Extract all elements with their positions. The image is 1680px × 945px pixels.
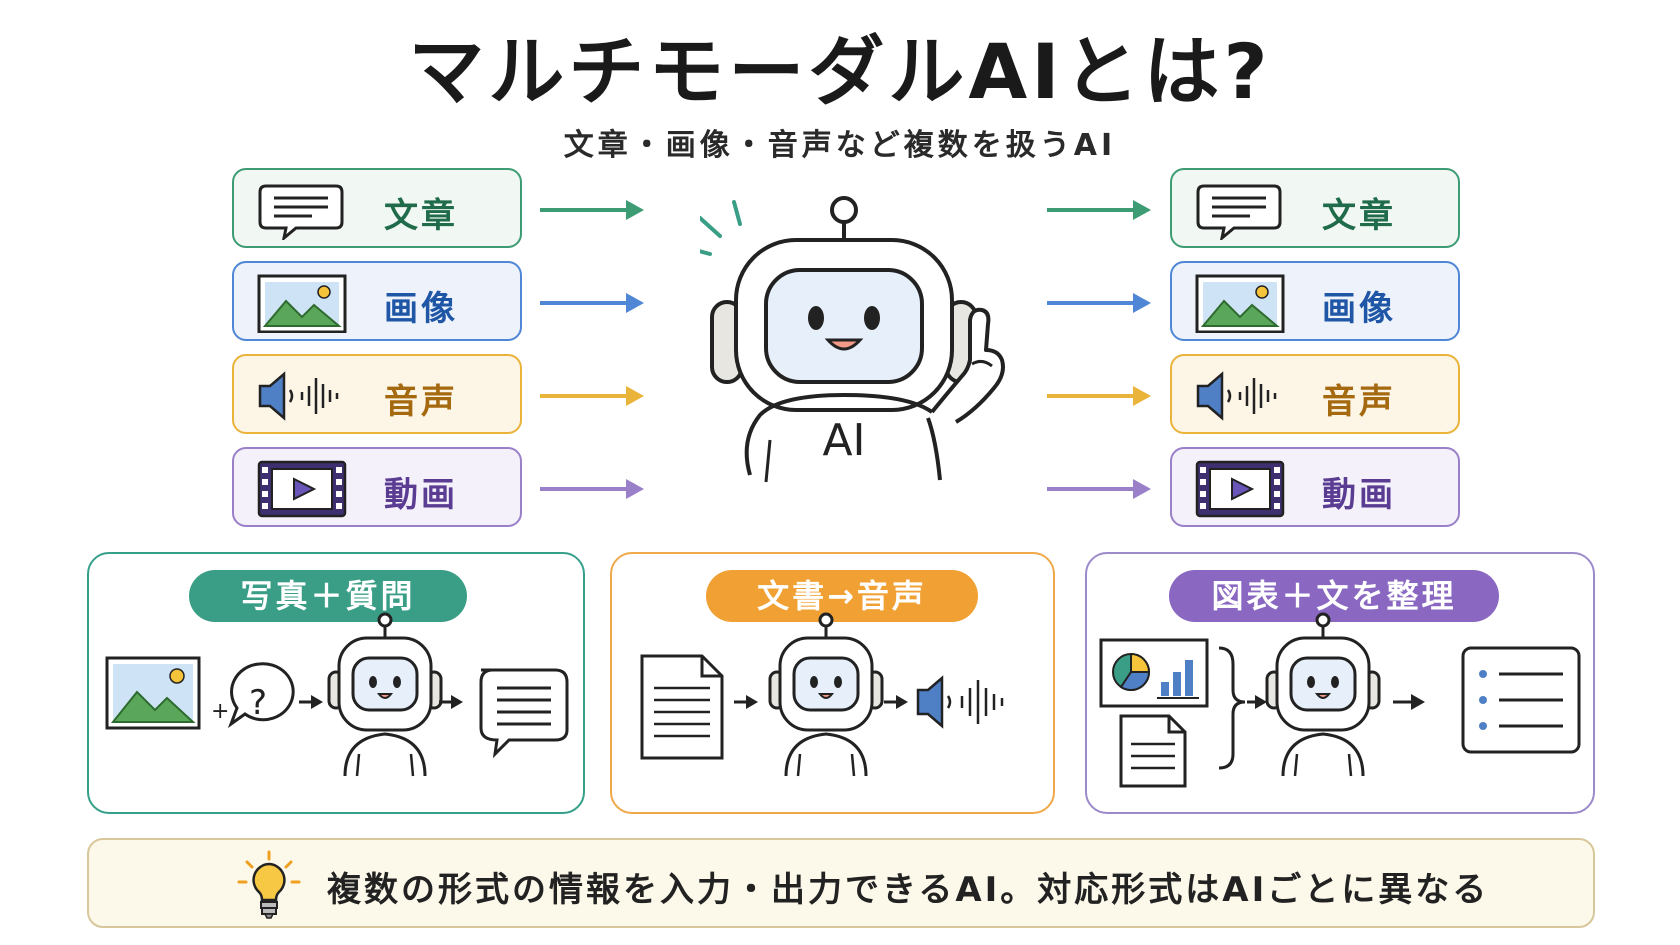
input-text-label: 文章 — [384, 196, 458, 236]
robot-icon — [1265, 612, 1381, 777]
robot-icon — [327, 612, 443, 777]
brace-icon — [1218, 646, 1246, 770]
output-audio-label: 音声 — [1322, 382, 1396, 422]
document-audio-flow — [640, 612, 1004, 777]
ai-robot-illustration: AI — [700, 196, 1005, 483]
input-audio-box: 音声 — [232, 354, 522, 434]
summary-note: 複数の形式の情報を入力・出力できるAI。対応形式はAIごとに異なる — [87, 838, 1595, 928]
arrow-right-icon — [1047, 293, 1151, 313]
video-film-icon — [257, 460, 347, 518]
arrow-right-icon — [1047, 200, 1151, 220]
chart-text-flow — [1099, 612, 1581, 788]
page-title: マルチモーダルAIとは? — [408, 27, 1272, 116]
landscape-image-icon — [105, 656, 201, 730]
list-icon — [1461, 646, 1581, 754]
speaker-waveform-icon — [916, 675, 1004, 729]
input-video-box: 動画 — [232, 447, 522, 527]
example-document-audio-pill: 文書→音声 — [706, 570, 978, 622]
question-bubble-icon: ? — [227, 662, 295, 729]
arrow-right-icon — [1047, 386, 1151, 406]
example-photo-question-panel: 写真＋質問 + ? — [87, 552, 585, 814]
robot-label: AI — [822, 415, 865, 466]
landscape-image-icon — [257, 274, 347, 333]
output-audio-box: 音声 — [1170, 354, 1460, 434]
arrow-right-icon — [1047, 479, 1151, 499]
speaker-waveform-icon — [1196, 371, 1277, 421]
arrow-right-icon — [540, 479, 644, 499]
document-icon — [640, 654, 724, 760]
arrow-right-icon — [299, 695, 323, 709]
svg-text:?: ? — [249, 683, 267, 723]
arrow-right-icon — [540, 200, 644, 220]
arrow-right-icon — [540, 293, 644, 313]
speech-bubble-icon — [258, 184, 344, 240]
speech-bubble-icon — [1196, 184, 1282, 240]
output-video-label: 動画 — [1322, 475, 1396, 515]
arrow-right-icon — [734, 695, 758, 709]
video-film-icon — [1195, 460, 1285, 518]
input-video-label: 動画 — [384, 475, 458, 515]
input-image-box: 画像 — [232, 261, 522, 341]
input-audio-label: 音声 — [384, 382, 458, 422]
svg-text:+: + — [211, 699, 229, 724]
photo-question-flow: + ? — [105, 612, 569, 777]
input-image-label: 画像 — [384, 289, 458, 329]
example-chart-text-pill: 図表＋文を整理 — [1169, 570, 1499, 622]
example-photo-question-pill: 写真＋質問 — [189, 570, 467, 622]
output-image-label: 画像 — [1322, 289, 1396, 329]
arrow-right-icon — [884, 695, 908, 709]
output-text-box: 文章 — [1170, 168, 1460, 248]
speaker-waveform-icon — [258, 371, 339, 421]
arrow-right-icon — [439, 695, 463, 709]
lightbulb-icon — [237, 850, 301, 919]
arrow-right-icon — [1247, 695, 1267, 709]
arrow-right-icon — [540, 386, 644, 406]
robot-icon — [768, 612, 884, 777]
chart-icon — [1099, 638, 1209, 708]
summary-text: 複数の形式の情報を入力・出力できるAI。対応形式はAIごとに異なる — [327, 870, 1490, 910]
output-text-label: 文章 — [1322, 196, 1396, 236]
document-icon — [1119, 714, 1187, 788]
input-text-box: 文章 — [232, 168, 522, 248]
output-image-box: 画像 — [1170, 261, 1460, 341]
page-subtitle: 文章・画像・音声など複数を扱うAI — [563, 128, 1117, 163]
example-chart-text-panel: 図表＋文を整理 — [1085, 552, 1595, 814]
landscape-image-icon — [1195, 274, 1285, 333]
example-document-audio-panel: 文書→音声 — [610, 552, 1055, 814]
output-video-box: 動画 — [1170, 447, 1460, 527]
arrow-right-icon — [1393, 694, 1425, 710]
speech-bubble-icon — [479, 668, 569, 759]
